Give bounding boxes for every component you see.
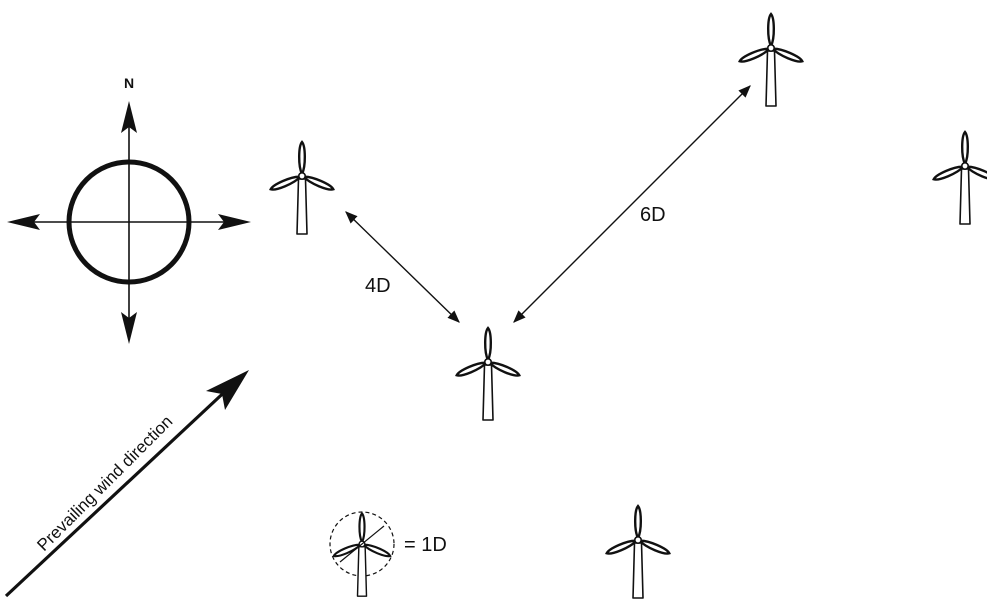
- compass-west-arrowhead: [7, 214, 40, 230]
- compass-north-label: N: [124, 75, 134, 91]
- spacing-arrow-6d: [513, 85, 751, 323]
- compass-south-arrowhead: [121, 312, 137, 344]
- compass-icon: N: [7, 75, 251, 344]
- wind-turbine-icon: [737, 12, 805, 108]
- spacing-arrow-4d: [345, 211, 460, 323]
- wind-turbine-icon: [268, 140, 336, 236]
- wind-turbine-icon: [604, 504, 672, 599]
- rotor-diameter-legend-label: = 1D: [404, 534, 447, 556]
- wind-direction-arrow: [4, 370, 249, 598]
- wind-turbine-icon: [931, 130, 987, 226]
- wind-turbine-icon: [454, 326, 522, 422]
- spacing-label-4d: 4D: [365, 275, 391, 297]
- compass-east-arrowhead: [218, 214, 251, 230]
- compass-north-arrowhead: [121, 101, 137, 133]
- wind-direction-label: Prevailing wind direction: [33, 412, 176, 555]
- rotor-diameter-legend-icon: [329, 511, 395, 598]
- spacing-label-6d: 6D: [640, 204, 666, 226]
